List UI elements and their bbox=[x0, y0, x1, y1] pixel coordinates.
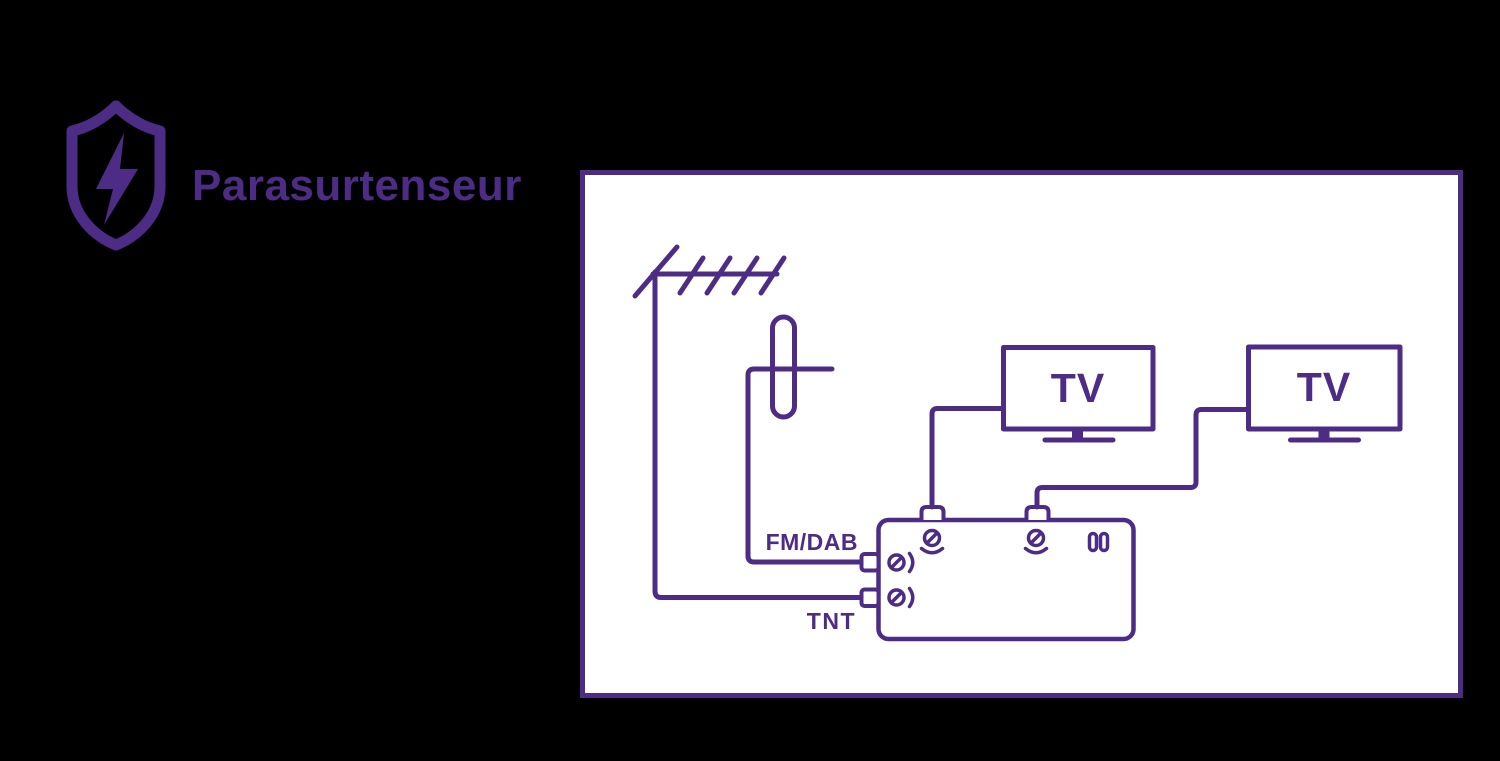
input-port-fmdab bbox=[859, 552, 881, 573]
tv-right-label: TV bbox=[1296, 364, 1352, 410]
tnt-label: TNT bbox=[806, 608, 856, 634]
shield-lightning-icon bbox=[60, 98, 172, 253]
screw-terminal-icon bbox=[1023, 528, 1049, 555]
screw-terminal-icon bbox=[887, 586, 915, 609]
distribution-amplifier-icon bbox=[859, 505, 1136, 642]
tv-cable-left bbox=[929, 406, 1004, 510]
fm-dab-label: FM/DAB bbox=[765, 529, 858, 555]
tnt-cable bbox=[652, 269, 865, 600]
led-indicator-icon bbox=[1087, 531, 1110, 553]
tv-icon bbox=[1246, 344, 1403, 443]
tv-icon bbox=[1001, 345, 1156, 443]
tv-cable-right bbox=[1034, 407, 1249, 510]
shield-lightning-svg bbox=[66, 100, 166, 251]
screw-terminal-icon bbox=[887, 551, 915, 574]
tv-left-label: TV bbox=[1050, 365, 1106, 411]
dipole-antenna-icon bbox=[745, 314, 865, 565]
input-port-tnt bbox=[859, 587, 881, 608]
page-title: Parasurtenseur bbox=[192, 161, 522, 210]
screw-terminal-icon bbox=[919, 528, 945, 555]
